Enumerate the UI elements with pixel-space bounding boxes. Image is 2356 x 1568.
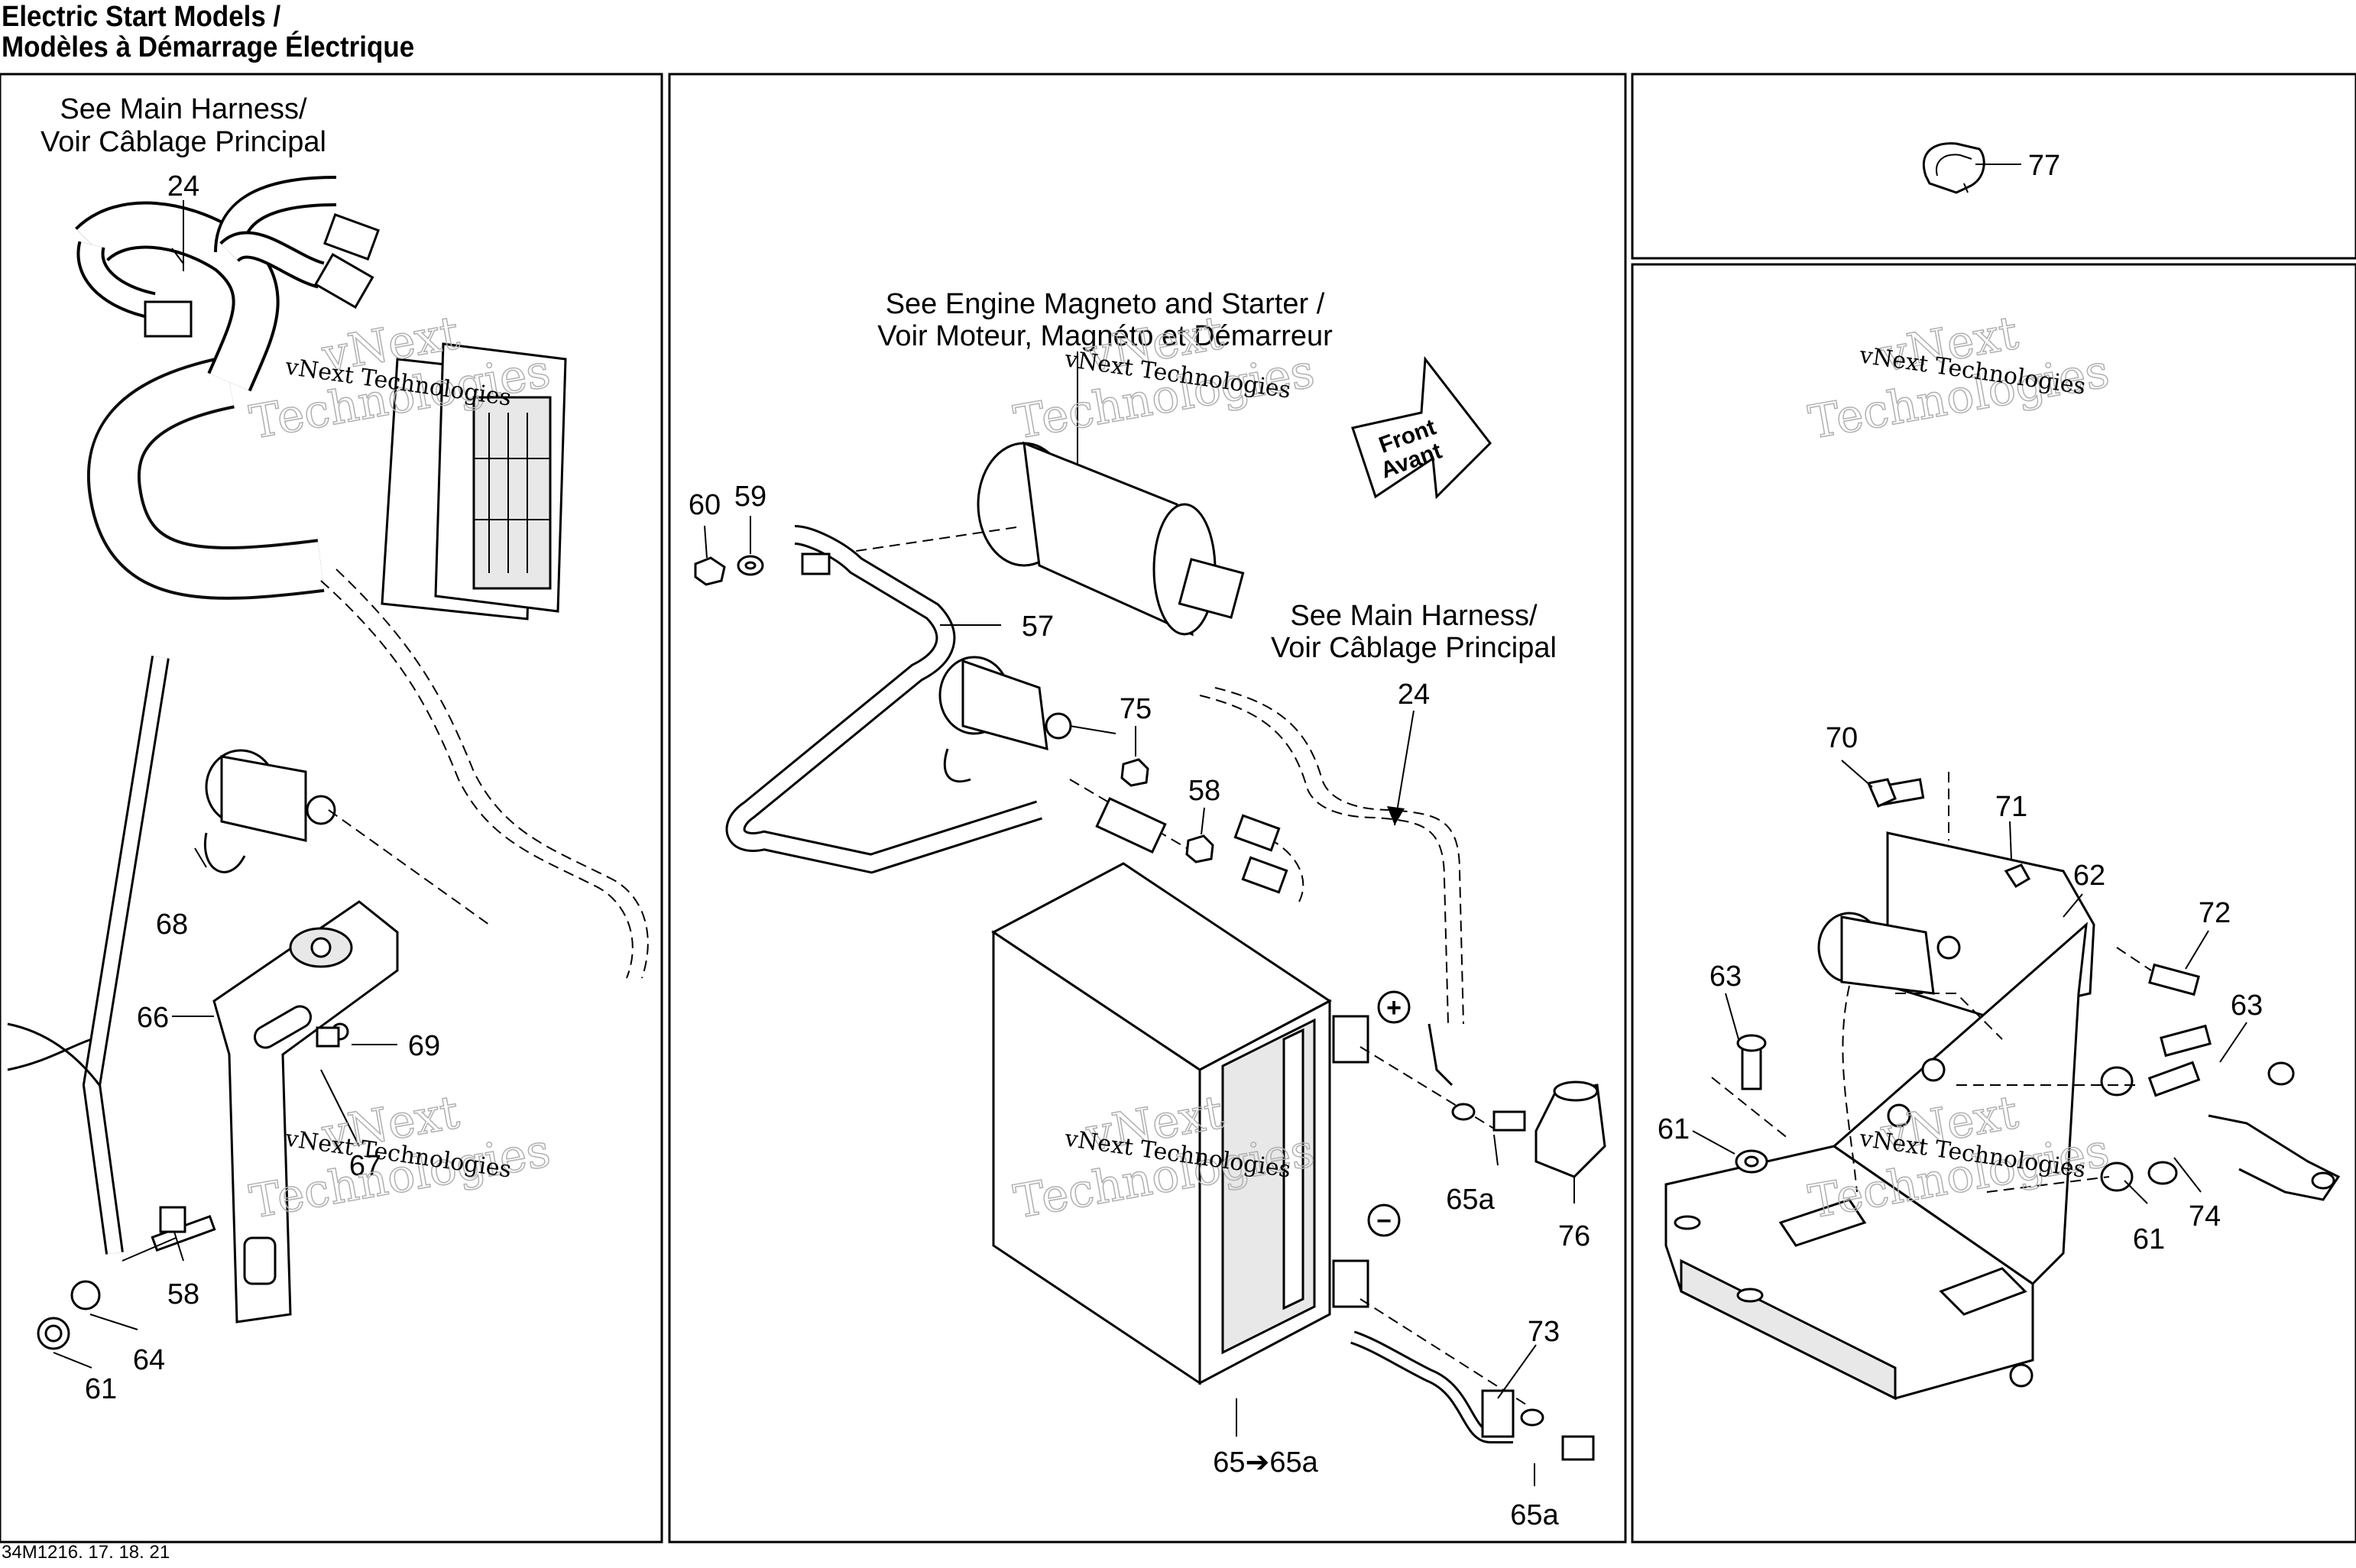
- battery-tray-drawing: [1664, 831, 2095, 1401]
- callout-left-68: 68: [156, 909, 188, 941]
- callout-bottom-right-72: 72: [2199, 897, 2231, 929]
- panel-bottom-right-frame: [1631, 263, 2356, 1544]
- callout-left-64: 64: [133, 1344, 165, 1376]
- left-solenoid-drawing: [204, 749, 490, 925]
- tray-hardware-drawing: [1711, 772, 2341, 1201]
- callout-left-66: 66: [137, 1002, 169, 1034]
- mounting-bracket-drawing: [212, 900, 399, 1323]
- battery-positive-symbol: [1377, 990, 1411, 1024]
- main-harness-drawing: [7, 176, 649, 1255]
- left-callouts: 24 68 66 69 67 58 64 61: [53, 170, 440, 1405]
- callout-bottom-right-63-right: 63: [2231, 990, 2263, 1022]
- front-arrow: Front Avant: [1351, 355, 1492, 500]
- left-hardware-drawing: [37, 1026, 340, 1350]
- callout-middle-58: 58: [1188, 775, 1220, 807]
- harness-note-line-1: See Main Harness/: [1290, 600, 1538, 632]
- bottom-right-callouts: 70 71 62 72 63 63 61 74 61: [1658, 722, 2263, 1255]
- top-right-panel: 77: [1922, 142, 2060, 194]
- page-title: Electric Start Models / Modèles à Démarr…: [2, 2, 414, 63]
- nut-washer-drawing: [694, 555, 764, 586]
- battery-positive-label: +: [1386, 993, 1402, 1022]
- battery-drawing: [991, 862, 1529, 1407]
- battery-negative-symbol: [1367, 1204, 1401, 1237]
- callout-middle-65a-upper: 65a: [1446, 1184, 1495, 1216]
- callout-middle-57: 57: [1022, 611, 1054, 643]
- negative-cable-drawing: [1350, 1330, 1595, 1461]
- callout-left-69: 69: [408, 1030, 440, 1062]
- panel-left-frame: [0, 73, 663, 1544]
- middle-harness-drawing: [1199, 687, 1464, 1087]
- panel-middle-frame: [668, 73, 1627, 1544]
- callout-middle-65a-lower: 65a: [1510, 1499, 1559, 1531]
- callout-bottom-right-71: 71: [1995, 791, 2027, 823]
- callout-bottom-right-62: 62: [2073, 860, 2105, 892]
- callout-middle-73: 73: [1528, 1316, 1560, 1348]
- left-harness-note-line-2: Voir Câblage Principal: [41, 126, 326, 158]
- callout-left-24: 24: [167, 170, 199, 202]
- callout-left-61: 61: [85, 1373, 117, 1405]
- callout-middle-75: 75: [1120, 693, 1152, 725]
- bottom-right-panel: 70 71 62 72 63 63 61 74 61: [1658, 722, 2341, 1401]
- drawing-code: 34M1216. 17. 18. 21: [2, 1542, 170, 1563]
- callout-bottom-right-61-right: 61: [2133, 1223, 2165, 1255]
- middle-solenoid-drawing: [938, 656, 1201, 857]
- title-line-1: Electric Start Models /: [2, 1, 281, 33]
- fuse-box-drawing: [381, 342, 567, 620]
- callout-left-67: 67: [349, 1150, 381, 1182]
- middle-callouts: 60 59 57 75 58 24 65a 76 73 65a 65➔65a: [689, 481, 1590, 1531]
- title-line-2: Modèles à Démarrage Électrique: [2, 31, 415, 63]
- callout-middle-65-arrow-65a: 65➔65a: [1213, 1447, 1318, 1479]
- callout-bottom-right-74: 74: [2189, 1200, 2221, 1233]
- callout-middle-60: 60: [689, 489, 721, 521]
- callout-top-right-77: 77: [2028, 150, 2060, 182]
- callout-left-58: 58: [167, 1278, 199, 1310]
- terminal-cap-drawing: [1451, 1080, 1606, 1178]
- callout-bottom-right-61-left: 61: [1658, 1113, 1690, 1145]
- cable-57-drawing: [725, 525, 1042, 874]
- harness-note-line-2: Voir Câblage Principal: [1271, 632, 1557, 664]
- middle-nuts-drawing: [1120, 758, 1214, 863]
- callout-bottom-right-70: 70: [1826, 722, 1858, 754]
- left-harness-note-line-1: See Main Harness/: [60, 93, 307, 125]
- engine-note-line-1: See Engine Magneto and Starter /: [886, 288, 1325, 320]
- engine-note-line-2: Voir Moteur, Magnéto et Démarreur: [877, 320, 1333, 352]
- callout-middle-59: 59: [734, 481, 766, 513]
- clip-77-drawing: [1922, 142, 1985, 194]
- tray-solenoid-drawing: [1817, 912, 2003, 1193]
- panel-top-right-frame: [1631, 73, 2356, 260]
- callout-middle-76: 76: [1558, 1220, 1590, 1252]
- callout-bottom-right-63-left: 63: [1709, 961, 1742, 993]
- middle-panel: See Engine Magneto and Starter / Voir Mo…: [689, 288, 1606, 1531]
- starter-motor-drawing: [809, 441, 1245, 637]
- left-panel: See Main Harness/ Voir Câblage Principal: [7, 93, 649, 1405]
- battery-negative-label: −: [1376, 1207, 1392, 1236]
- callout-middle-24: 24: [1398, 679, 1430, 711]
